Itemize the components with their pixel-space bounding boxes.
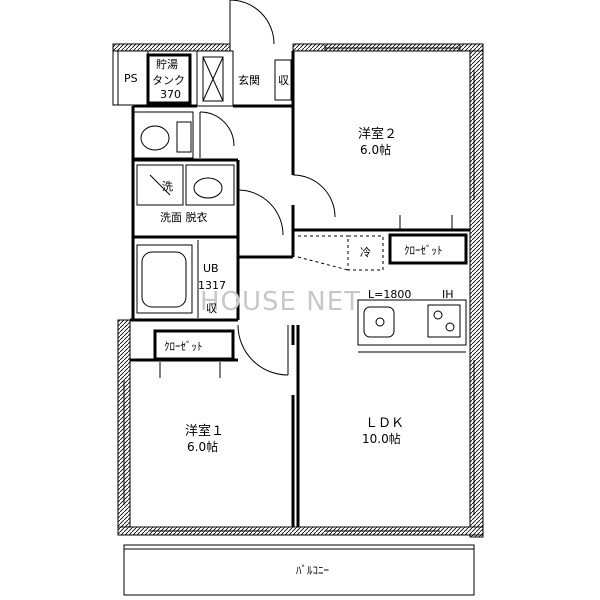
fridge-label: 冷 <box>360 246 371 259</box>
ldk-name: ＬＤＫ <box>365 416 404 431</box>
interior-walls <box>130 51 470 527</box>
kitchen-counter <box>357 299 467 353</box>
room-doors <box>237 174 336 376</box>
washer-label: 洗 <box>162 180 173 193</box>
washroom-fixtures <box>136 164 284 236</box>
kitchen-length-label: L=1800 <box>368 288 411 301</box>
western1-size: 6.0帖 <box>187 439 218 454</box>
washroom-label: 洗面 脱衣 <box>160 210 208 224</box>
entrance-door <box>229 0 275 45</box>
closet-right-label: ｸﾛｰｾﾞｯﾄ <box>404 244 443 257</box>
ih-label: IH <box>442 288 454 301</box>
ldk-size: 10.0帖 <box>362 431 401 446</box>
balcony-area <box>123 544 475 596</box>
windows <box>123 45 475 532</box>
ps-label: PS <box>124 72 138 85</box>
storage-small-label: 収 <box>206 302 217 315</box>
water-heater-label-3: 370 <box>160 88 181 101</box>
western2-name: 洋室２ <box>358 126 397 142</box>
entrance-label: 玄関 <box>238 73 260 87</box>
toilet <box>132 111 235 159</box>
watermark: HOUSE NET <box>200 287 361 317</box>
closet-left-label: ｸﾛｰｾﾞｯﾄ <box>164 340 203 353</box>
unit-bath <box>136 240 199 318</box>
utility-rooms <box>117 50 292 107</box>
water-heater-label-1: 貯湯 <box>156 58 178 71</box>
bath-label-2: 1317 <box>198 279 226 292</box>
room-labels: PS 貯湯 タンク 370 玄関 収 洋室２ 6.0帖 ｸﾛｰｾﾞｯﾄ 冷 洗面… <box>124 58 454 577</box>
shoe-box-label: 収 <box>278 74 289 87</box>
western2-size: 6.0帖 <box>360 142 391 157</box>
bath-label-1: UB <box>203 262 219 275</box>
water-heater-label-2: タンク <box>152 74 185 87</box>
closets <box>153 215 468 378</box>
western1-name: 洋室１ <box>185 423 224 439</box>
balcony-label: ﾊﾞﾙｺﾆｰ <box>296 564 329 577</box>
